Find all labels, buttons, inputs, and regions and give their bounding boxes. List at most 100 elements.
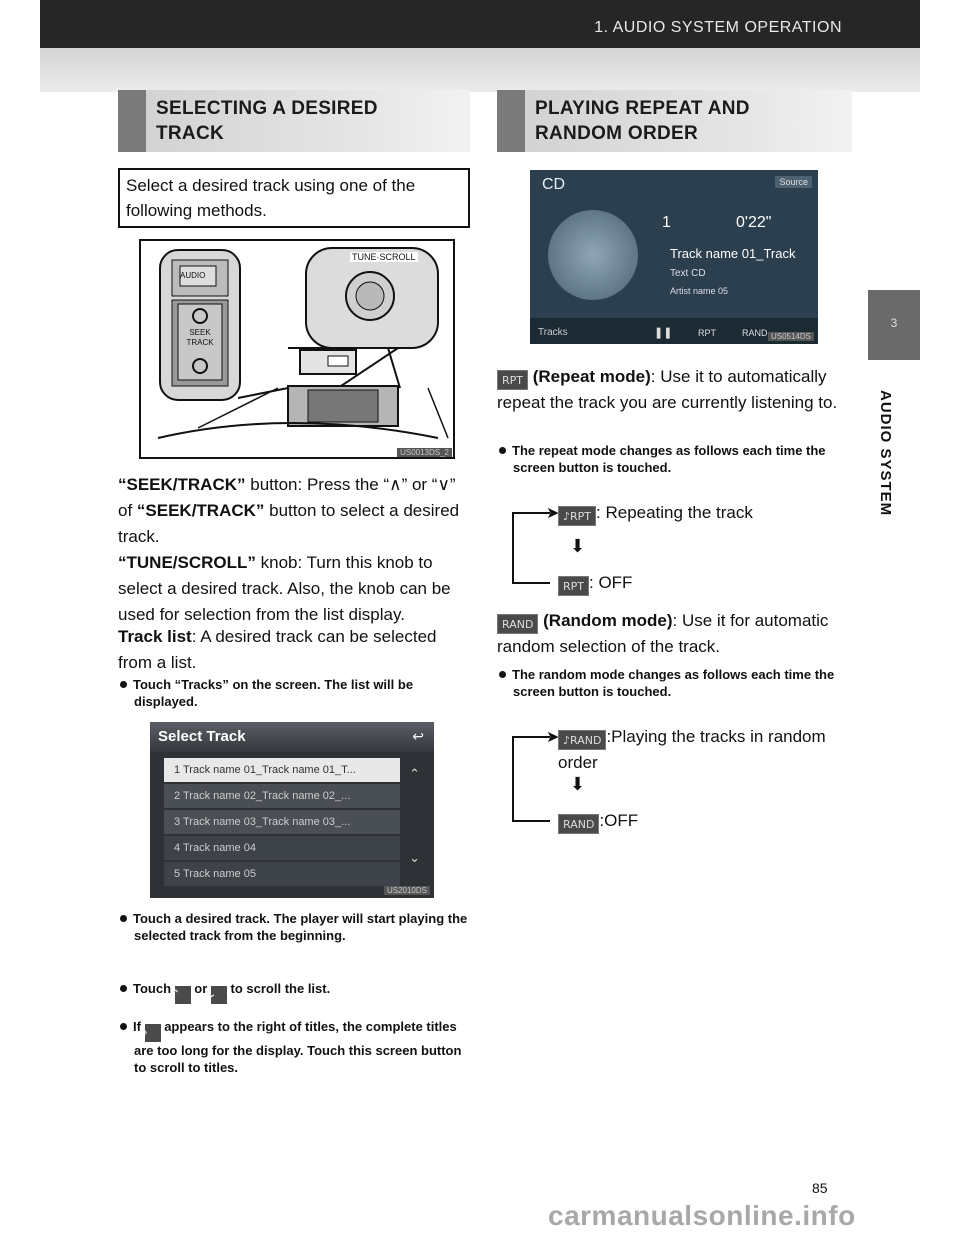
note-scroll-or: or xyxy=(194,981,208,996)
rand-off-chip: RAND xyxy=(558,814,600,834)
header-title: 1. AUDIO SYSTEM OPERATION xyxy=(594,19,842,36)
text-cd: Text CD xyxy=(670,268,706,279)
rpt-chip: RPT xyxy=(497,370,528,390)
repeat-text: : Use it to automatically repeat the tra… xyxy=(497,367,838,412)
section-heading-repeat-random: PLAYING REPEAT AND RANDOM ORDER xyxy=(497,90,852,152)
source-button[interactable]: Source xyxy=(775,176,812,188)
arrow-right-icon: ➤ xyxy=(546,729,560,746)
note-scroll-a: Touch xyxy=(133,981,172,996)
note-tracks: Touch “Tracks” on the screen. The list w… xyxy=(120,676,470,710)
rpt-off-chip: RPT xyxy=(558,576,589,596)
tune-scroll-label: TUNE·SCROLL xyxy=(350,252,418,262)
seek-track-title: “SEEK/TRACK” xyxy=(118,475,246,494)
track-row-5[interactable]: 5 Track name 05 xyxy=(164,862,400,886)
tune-scroll-text: knob: Turn this knob to select a desired… xyxy=(118,553,451,624)
figure-code: US0013DS_2 xyxy=(397,448,452,457)
cd-source-label: CD xyxy=(542,176,566,193)
arrow-down-icon: ⬇ xyxy=(570,536,586,556)
figure-code: US0514DS xyxy=(767,332,814,341)
track-row-3[interactable]: 3 Track name 03_Track name 03_... xyxy=(164,810,400,834)
rpt-button[interactable]: RPT xyxy=(698,328,716,338)
repeat-paragraph: RPT (Repeat mode): Use it to automatical… xyxy=(497,364,852,416)
note-random-text: The random mode changes as follows each … xyxy=(512,667,835,699)
rand-on-chip: ♪RAND xyxy=(558,730,607,750)
elapsed-time: 0'22" xyxy=(736,214,772,231)
seek-track-label: SEEK TRACK xyxy=(186,328,214,347)
track-list-text: : A desired track can be selected from a… xyxy=(118,627,437,672)
intro-box: Select a desired track using one of the … xyxy=(118,168,470,228)
note-scroll-b: to scroll the list. xyxy=(230,981,331,996)
random-title: (Random mode) xyxy=(538,611,673,630)
watermark: carmanualsonline.info xyxy=(548,1200,856,1231)
note-long-title-b: appears to the right of titles, the comp… xyxy=(134,1019,462,1075)
chapter-tab[interactable]: 3 xyxy=(868,290,920,360)
track-list: 1 Track name 01_Track name 01_T... 2 Tra… xyxy=(164,758,400,886)
back-icon[interactable]: ↩ xyxy=(412,728,424,744)
seek-track-text-2: button to select a desired track. xyxy=(118,501,460,546)
rand-button[interactable]: RAND xyxy=(742,328,768,338)
artist-name: Artist name 05 xyxy=(670,286,729,296)
cd-disc-icon xyxy=(548,210,638,300)
repeat-title: (Repeat mode) xyxy=(528,367,651,386)
scroll-up-button-icon: ⌃ xyxy=(171,986,191,1004)
header-band xyxy=(40,48,920,92)
scroll-up-icon[interactable]: ⌃ xyxy=(409,766,420,781)
repeat-cycle-step-1: ♪RPT: Repeating the track xyxy=(558,500,753,526)
note-repeat: The repeat mode changes as follows each … xyxy=(499,442,851,476)
random-cycle-label-1: :Playing the tracks in random order xyxy=(558,727,826,772)
heading-repeat-random: PLAYING REPEAT AND RANDOM ORDER xyxy=(535,98,750,144)
select-track-title: Select Track xyxy=(158,728,246,745)
scroll-down-icon[interactable]: ⌄ xyxy=(409,850,420,865)
track-name: Track name 01_Track xyxy=(670,246,796,261)
random-paragraph: RAND (Random mode): Use it for automatic… xyxy=(497,608,852,660)
random-text: : Use it for automatic random selection … xyxy=(497,611,829,656)
track-row-1[interactable]: 1 Track name 01_Track name 01_T... xyxy=(164,758,400,782)
seek-track-title-2: “SEEK/TRACK” xyxy=(136,501,265,520)
track-row-4[interactable]: 4 Track name 04 xyxy=(164,836,400,860)
repeat-cycle-label-1: : Repeating the track xyxy=(596,503,753,522)
note-long-title-a: If xyxy=(133,1019,141,1034)
arrow-down-icon: ⬇ xyxy=(570,774,586,794)
seek-track-paragraph: “SEEK/TRACK” button: Press the “∧” or “∨… xyxy=(118,472,470,550)
rpt-on-chip: ♪RPT xyxy=(558,506,597,526)
dashboard-illustration xyxy=(138,238,456,460)
chapter-number: 3 xyxy=(890,316,898,330)
tune-scroll-paragraph: “TUNE/SCROLL” knob: Turn this knob to se… xyxy=(118,550,470,628)
note-touch-track-text: Touch a desired track. The player will s… xyxy=(133,911,468,943)
random-cycle: ➤ ⬇ ♪RAND:Playing the tracks in random o… xyxy=(512,724,852,834)
repeat-cycle-step-2: RPT: OFF xyxy=(558,570,632,596)
note-scroll: Touch ⌃ or ⌄ to scroll the list. xyxy=(120,980,470,1004)
bullet-icon xyxy=(120,915,127,922)
chapter-label: AUDIO SYSTEM xyxy=(870,390,918,530)
figure-cd-screen: CD Source 1 0'22" Track name 01_Track Te… xyxy=(530,170,818,344)
heading-select-track: SELECTING A DESIRED TRACK xyxy=(156,98,378,144)
arrow-right-icon: ➤ xyxy=(546,505,560,522)
page-number: 85 xyxy=(812,1180,828,1196)
title-scroll-button-icon: › xyxy=(144,1024,161,1042)
bullet-icon xyxy=(120,985,127,992)
track-row-2[interactable]: 2 Track name 02_Track name 02_... xyxy=(164,784,400,808)
tune-scroll-title: “TUNE/SCROLL” xyxy=(118,553,256,572)
bullet-icon xyxy=(499,447,506,454)
note-random: The random mode changes as follows each … xyxy=(499,666,851,700)
note-touch-track: Touch a desired track. The player will s… xyxy=(120,910,470,944)
tracks-button[interactable]: Tracks xyxy=(538,327,568,338)
rand-chip: RAND xyxy=(497,614,539,634)
audio-label: AUDIO xyxy=(180,271,206,280)
scroll-down-button-icon: ⌄ xyxy=(208,986,227,1004)
figure-dashboard-controls: TUNE·SCROLL AUDIO SEEK TRACK US0013DS_2 xyxy=(138,238,456,460)
track-number: 1 xyxy=(662,214,671,231)
header-bar: 1. AUDIO SYSTEM OPERATION xyxy=(40,0,920,48)
pause-icon[interactable]: ❚❚ xyxy=(654,327,673,339)
bullet-icon xyxy=(120,681,127,688)
note-repeat-text: The repeat mode changes as follows each … xyxy=(512,443,826,475)
track-list-title: Track list xyxy=(118,627,192,646)
note-long-title: If › appears to the right of titles, the… xyxy=(120,1018,470,1076)
chapter-label-text: AUDIO SYSTEM xyxy=(877,390,894,517)
repeat-cycle: ➤ ⬇ ♪RPT: Repeating the track RPT: OFF xyxy=(512,500,852,596)
bullet-icon xyxy=(499,671,506,678)
repeat-cycle-label-2: : OFF xyxy=(589,573,633,592)
figure-select-track-screen: Select Track ↩ 1 Track name 01_Track nam… xyxy=(150,722,434,898)
figure-code: US2010DS xyxy=(383,886,430,895)
random-cycle-label-2: :OFF xyxy=(599,811,639,830)
